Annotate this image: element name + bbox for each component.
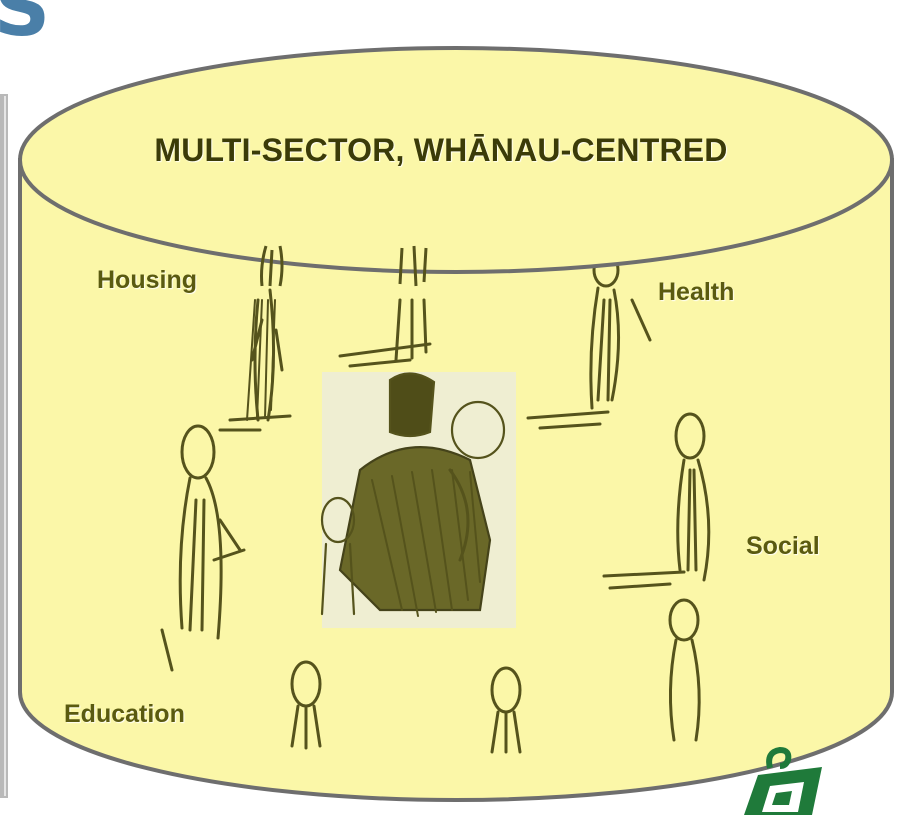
upper-figure-sketch (338, 298, 432, 368)
social-figure-sketch (602, 412, 711, 742)
lid-overlap-sketch (260, 245, 428, 287)
health-figure-sketch (526, 252, 652, 430)
family-sketch (320, 372, 516, 628)
sector-label-education: Education (64, 700, 185, 728)
housing-figure-sketch (218, 288, 292, 432)
slide-title-fragment: S (0, 0, 51, 54)
left-figure-sketch (160, 424, 246, 672)
left-frame-rule-inner (4, 96, 6, 796)
sector-label-health: Health (658, 278, 735, 306)
diagram-title: MULTI-SECTOR, WHĀNAU-CENTRED (154, 132, 728, 168)
sector-label-housing: Housing (97, 266, 197, 294)
bottom-figures-sketch (290, 660, 522, 754)
sector-label-social: Social (746, 532, 820, 560)
logo-koru-icon (744, 746, 822, 815)
cylinder-top (18, 46, 894, 274)
